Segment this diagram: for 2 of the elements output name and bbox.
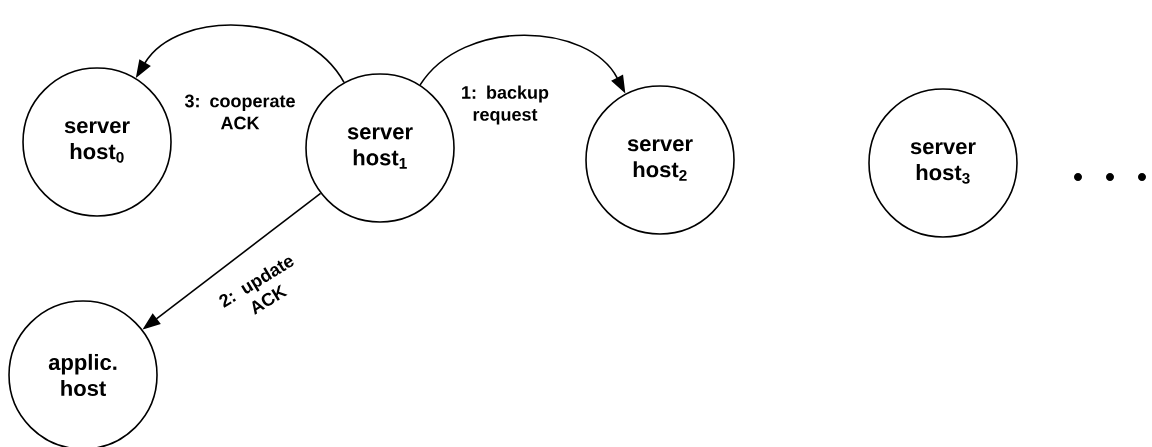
edge-label: 1: backup request [462,85,549,125]
edge-label: 3: cooperate ACK [184,94,295,130]
